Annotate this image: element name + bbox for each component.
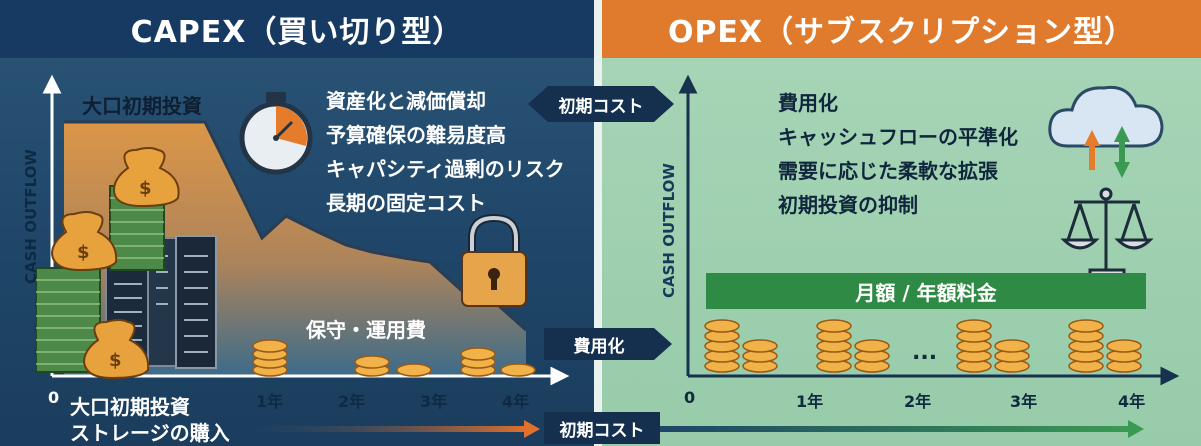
svg-text:$: $ (77, 242, 90, 263)
initial-cost-tag-top: 初期コスト (548, 86, 654, 122)
opex-tick-2: 2年 (904, 392, 932, 411)
center-arrow-top (528, 86, 674, 122)
capex-bottom-label: 大口初期投資 ストレージの購入 (70, 394, 230, 446)
balance-scale-icon (1060, 187, 1154, 282)
capex-point: 長期の固定コスト (326, 191, 486, 215)
initial-cost-tag-bottom: 初期コスト (544, 412, 660, 444)
opex-tick-1: 1年 (796, 392, 824, 411)
money-bag-icon (50, 147, 180, 380)
capex-origin-label: 0 (48, 388, 60, 407)
subscription-fee-bar: 月額 / 年額料金 (706, 273, 1146, 309)
svg-text:$: $ (109, 350, 122, 371)
capex-point: 予算確保の難易度高 (326, 123, 506, 147)
center-arrow-middle (654, 328, 672, 360)
capex-tick-2: 2年 (338, 392, 366, 411)
bottom-arrow (256, 420, 1144, 438)
padlock-icon (461, 213, 527, 307)
capex-points: 資産化と減価償却 予算確保の難易度高 キャパシティ過剰のリスク 長期の固定コスト (326, 84, 565, 220)
opex-point: キャッシュフローの平準化 (778, 125, 1018, 149)
capex-bottom-line2: ストレージの購入 (70, 421, 230, 445)
capex-title: CAPEX（買い切り型） (130, 15, 464, 50)
opex-origin-label: 0 (684, 388, 696, 407)
capex-point: 資産化と減価償却 (326, 89, 486, 113)
opex-point: 費用化 (778, 91, 838, 115)
opex-y-axis-label: CASH OUTFLOW (660, 163, 678, 298)
opex-header: OPEX（サブスクリプション型） (602, 0, 1201, 58)
opex-axes (678, 74, 1180, 386)
capex-y-axis-label: CASH OUTFLOW (22, 149, 40, 284)
capex-tick-1: 1年 (256, 392, 284, 411)
opex-point: 需要に応じた柔軟な拡張 (778, 159, 998, 183)
opex-points: 費用化 キャッシュフローの平準化 需要に応じた柔軟な拡張 初期投資の抑制 (778, 86, 1018, 222)
opex-tick-4: 4年 (1118, 392, 1146, 411)
panel-divider (594, 0, 602, 446)
opex-point: 初期投資の抑制 (778, 193, 918, 217)
maintenance-label: 保守・運用費 (306, 318, 426, 342)
opex-tick-3: 3年 (1010, 392, 1038, 411)
opex-panel (598, 0, 1201, 446)
cloud-sync-icon (1048, 85, 1164, 178)
capex-tick-3: 3年 (420, 392, 448, 411)
capex-big-investment-label: 大口初期投資 (82, 94, 202, 118)
svg-text:$: $ (139, 178, 152, 199)
capex-header: CAPEX（買い切り型） (0, 0, 594, 58)
capex-bottom-line1: 大口初期投資 (70, 395, 190, 419)
capex-point: キャパシティ過剰のリスク (326, 157, 565, 181)
opex-title: OPEX（サブスクリプション型） (667, 15, 1136, 50)
expensing-tag: 費用化 (544, 328, 654, 360)
capex-tick-4: 4年 (502, 392, 530, 411)
opex-ellipsis: ... (912, 340, 938, 365)
stopwatch-icon (239, 92, 313, 175)
